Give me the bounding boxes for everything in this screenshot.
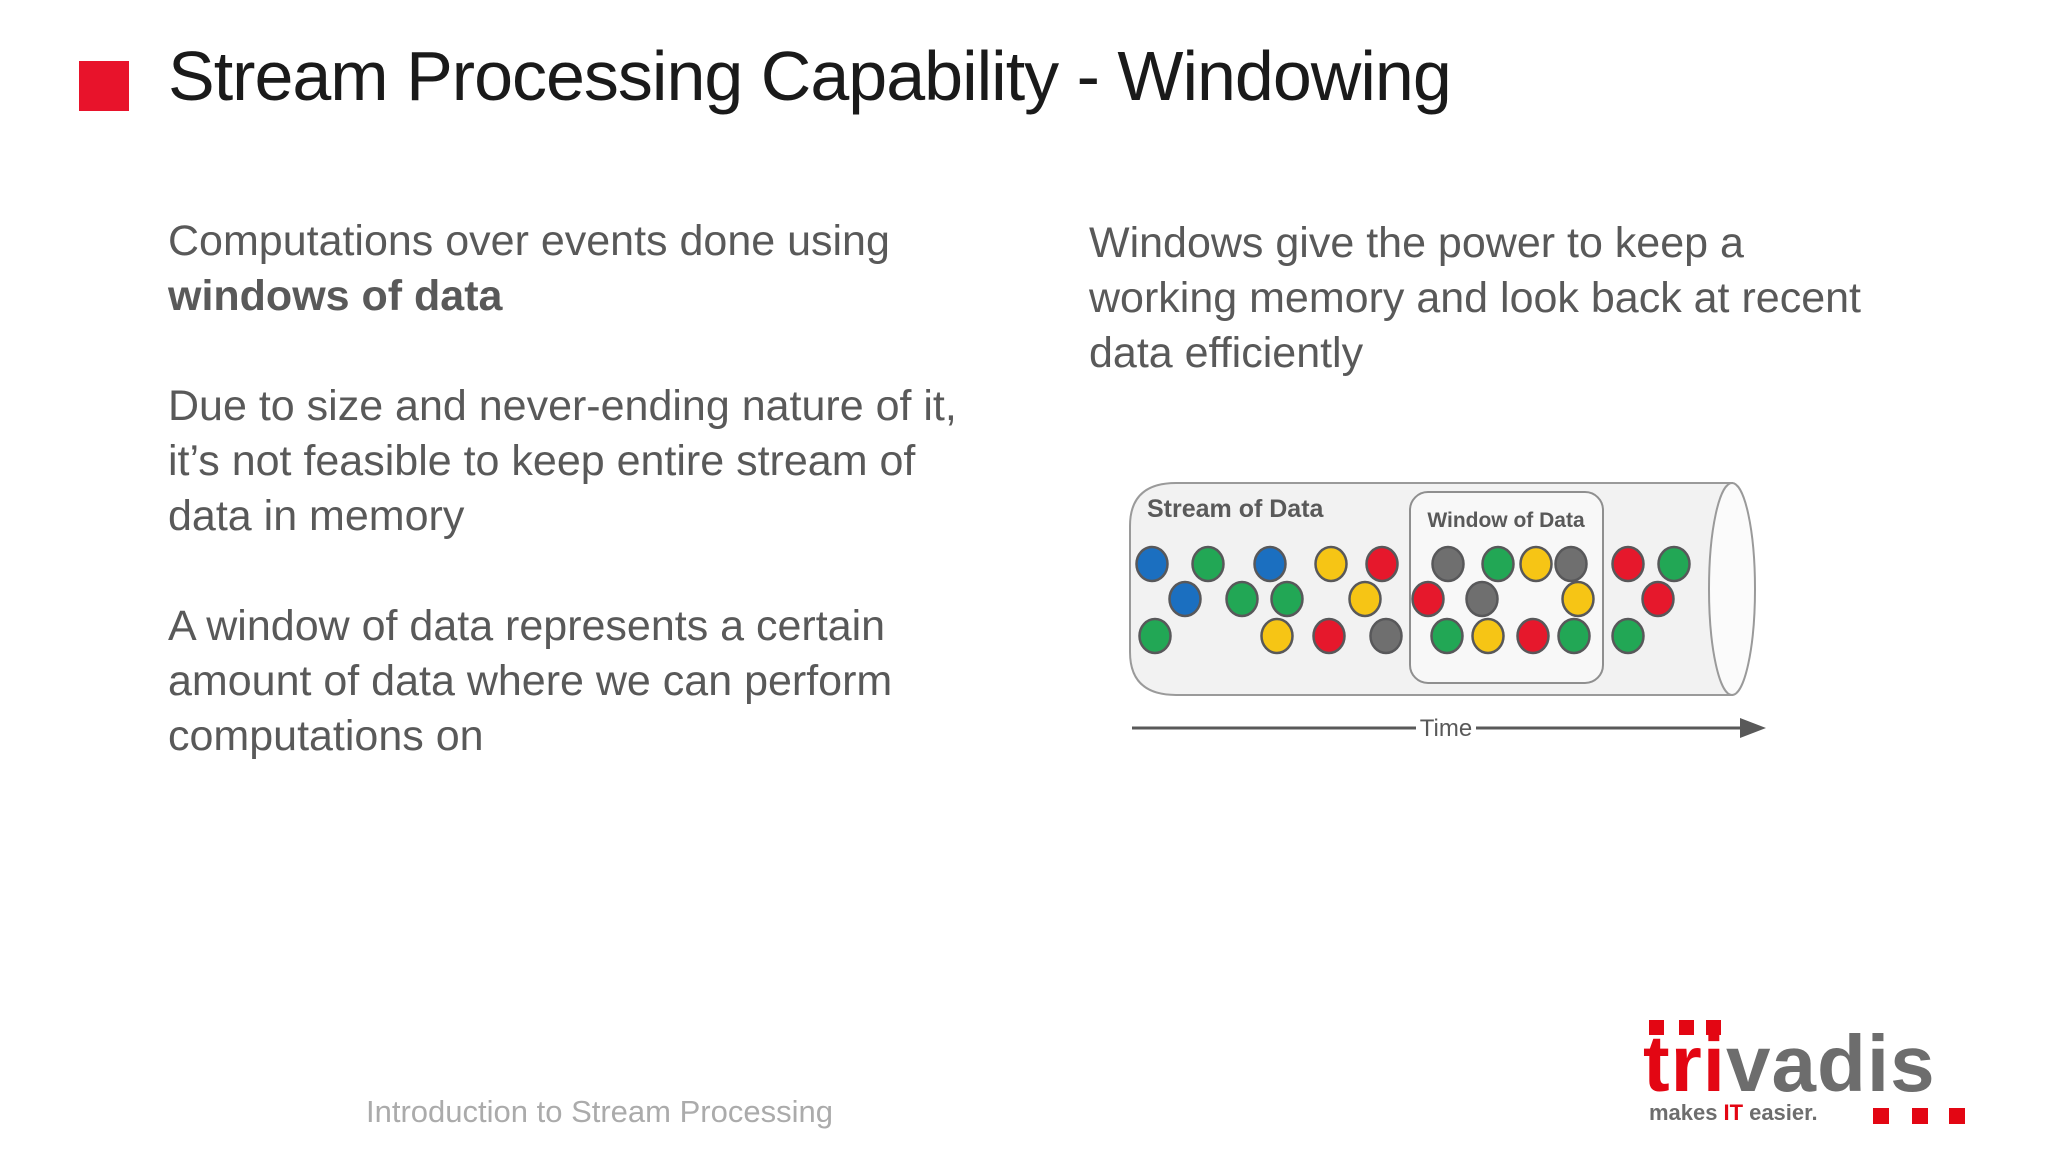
paragraph-windows-power: Windows give the power to keep a working… — [1089, 219, 1861, 377]
logo-word-vadis: vadis — [1726, 1019, 1936, 1108]
data-event-dot-green — [1611, 617, 1645, 655]
logo-dot-3-icon — [1949, 1108, 1965, 1124]
trivadis-logo: trivadis makes IT easier. — [1643, 1020, 1983, 1140]
data-event-dot-green — [1138, 617, 1172, 655]
paragraph-computations-bold: windows of data — [168, 272, 503, 320]
stream-diagram: Stream of Data Window of Data Time — [1129, 482, 1766, 742]
data-event-dot-yellow — [1561, 580, 1595, 618]
data-event-dot-yellow — [1348, 580, 1382, 618]
data-event-dot-gray — [1431, 545, 1465, 583]
data-event-dot-green — [1191, 545, 1225, 583]
tagline-easier: easier. — [1749, 1100, 1818, 1125]
data-event-dot-blue — [1168, 580, 1202, 618]
time-arrowhead-icon — [1740, 718, 1766, 738]
data-event-dot-green — [1657, 545, 1691, 583]
logo-square-i-icon — [1706, 1020, 1721, 1035]
cylinder-end-cap — [1708, 482, 1756, 696]
logo-dot-1-icon — [1873, 1108, 1889, 1124]
data-event-dot-red — [1365, 545, 1399, 583]
data-event-dot-blue — [1253, 545, 1287, 583]
logo-wordmark: trivadis — [1643, 1024, 1983, 1104]
paragraph-computations-line1: Computations over events done using — [168, 217, 890, 265]
window-of-data-label: Window of Data — [1427, 509, 1585, 532]
stream-of-data-label: Stream of Data — [1147, 495, 1325, 523]
data-event-dot-red — [1312, 617, 1346, 655]
stream-dots — [1135, 545, 1691, 655]
logo-word-tri: tri — [1643, 1019, 1726, 1108]
data-event-dot-red — [1611, 545, 1645, 583]
logo-dot-2-icon — [1912, 1108, 1928, 1124]
left-column: Computations over events done using wind… — [168, 214, 1088, 819]
logo-tagline: makes IT easier. — [1649, 1100, 1818, 1126]
data-event-dot-green — [1270, 580, 1304, 618]
page-title: Stream Processing Capability - Windowing — [168, 37, 1452, 115]
data-event-dot-gray — [1465, 580, 1499, 618]
data-event-dot-green — [1557, 617, 1591, 655]
logo-square-t-icon — [1649, 1020, 1664, 1035]
data-event-dot-yellow — [1260, 617, 1294, 655]
time-label: Time — [1420, 715, 1472, 742]
paragraph-window-definition: A window of data represents a certain am… — [168, 602, 893, 760]
data-event-dot-gray — [1369, 617, 1403, 655]
data-event-dot-red — [1411, 580, 1445, 618]
data-event-dot-yellow — [1519, 545, 1553, 583]
title-bullet-square — [79, 61, 129, 111]
data-event-dot-green — [1481, 545, 1515, 583]
data-event-dot-green — [1225, 580, 1259, 618]
data-event-dot-yellow — [1314, 545, 1348, 583]
data-event-dot-gray — [1554, 545, 1588, 583]
data-event-dot-blue — [1135, 545, 1169, 583]
data-event-dot-red — [1516, 617, 1550, 655]
paragraph-computations: Computations over events done using wind… — [168, 214, 1088, 324]
right-column: Windows give the power to keep a working… — [1089, 216, 2029, 436]
data-event-dot-red — [1641, 580, 1675, 618]
data-event-dot-green — [1430, 617, 1464, 655]
data-event-dot-yellow — [1471, 617, 1505, 655]
logo-square-r-icon — [1679, 1020, 1694, 1035]
tagline-makes: makes — [1649, 1100, 1718, 1125]
tagline-it: IT — [1723, 1100, 1744, 1125]
paragraph-size-nature: Due to size and never-ending nature of i… — [168, 382, 957, 540]
footer-text: Introduction to Stream Processing — [366, 1094, 833, 1129]
